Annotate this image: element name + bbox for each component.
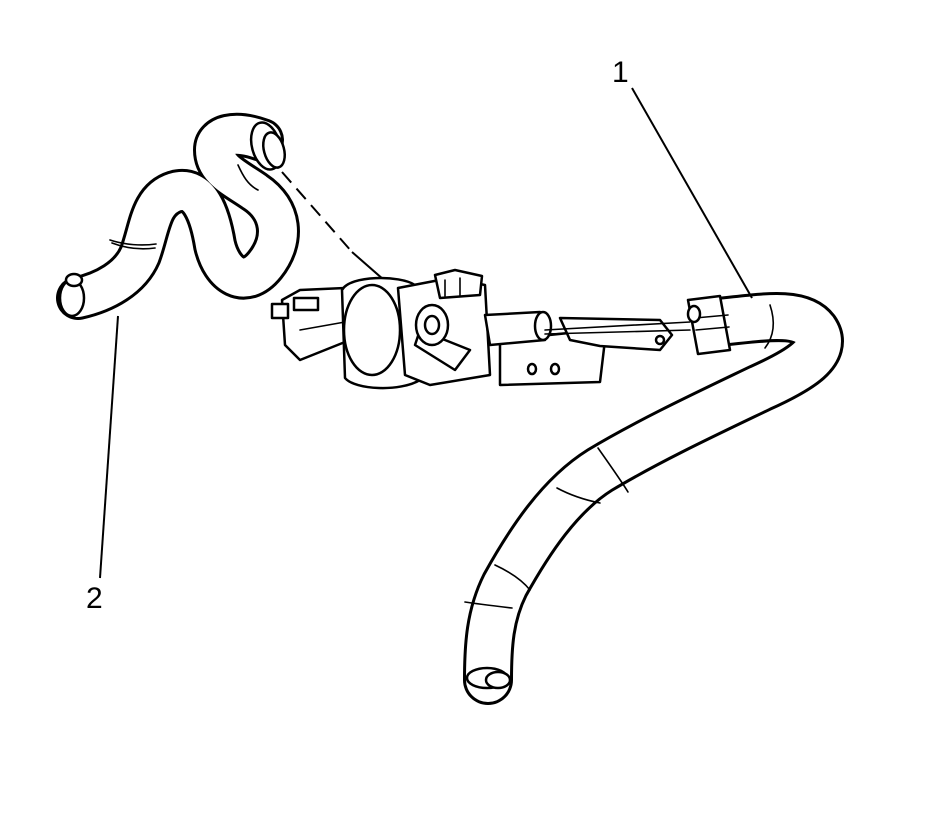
solenoid-valve [270, 268, 691, 390]
callout-label-1: 1 [612, 56, 629, 89]
hose-2 [56, 112, 300, 320]
leader-line-1 [631, 87, 753, 299]
callout-label-2: 2 [86, 582, 103, 615]
hose-1 [463, 292, 844, 705]
leader-line-2 [99, 315, 119, 579]
